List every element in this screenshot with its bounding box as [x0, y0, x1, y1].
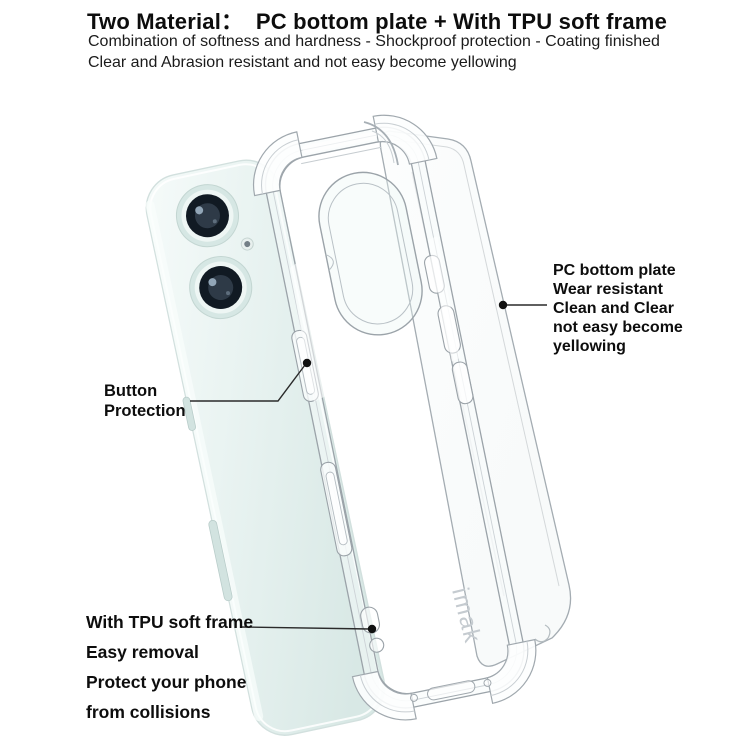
tpu-soft-frame — [252, 114, 537, 721]
button-callout-line — [190, 364, 306, 402]
plate-body — [379, 130, 572, 667]
bumper-top-left — [252, 131, 303, 197]
camera-cutout — [318, 171, 423, 336]
page-title: Two Material： PC bottom plate + With TPU… — [87, 9, 668, 34]
subtitle-line-1: Combination of softness and hardness - S… — [88, 33, 660, 50]
frame-corner-curl-inner — [371, 130, 395, 164]
lanyard-ring — [369, 637, 385, 653]
speaker-hole-right — [483, 678, 492, 687]
callout-pc-bottom-plate: PC bottom plate Wear resistant Clean and… — [553, 262, 683, 355]
callout-dots — [302, 300, 508, 634]
plate-callout-dot — [498, 300, 508, 310]
camera-flash — [240, 237, 254, 251]
volume-button-cover — [325, 471, 348, 546]
callout-tpu-soft-frame: With TPU soft frame Easy removal Protect… — [86, 612, 254, 722]
frame-corner-curl — [363, 121, 399, 166]
callout-button-protection: Button Protection — [104, 382, 186, 420]
camera-cutout-outer — [318, 171, 423, 336]
pc-bottom-plate — [379, 130, 572, 667]
page-subtitle: Combination of softness and hardness - S… — [88, 31, 660, 73]
side-cutout-3 — [451, 361, 474, 405]
frame-top-bridge — [301, 146, 382, 165]
plate-corner-notch — [534, 624, 551, 643]
camera-cutout-rim — [327, 182, 414, 325]
tpu-callout-line — [239, 626, 371, 630]
bumper-accent-lines — [261, 122, 529, 713]
callout-lines — [190, 304, 547, 630]
tpu-callout-dot — [367, 624, 377, 634]
bumper-bottom-right — [486, 638, 537, 704]
phone-side-rail — [145, 200, 264, 721]
camera-cutout-scallop — [325, 254, 334, 271]
subtitle-line-2: Clear and Abrasion resistant and not eas… — [88, 54, 517, 71]
plate-inner-line — [393, 139, 560, 587]
lanyard-holes — [360, 606, 385, 653]
phone-action-button — [182, 396, 196, 431]
usb-port-slot — [427, 680, 476, 701]
camera-module — [175, 184, 254, 320]
speaker-hole-left — [409, 693, 418, 702]
bumper-bottom-left — [351, 670, 417, 721]
phone-volume-button — [208, 519, 233, 602]
button-callout-dot — [302, 358, 312, 368]
camera-lens-top — [175, 184, 239, 248]
corner-bumpers — [252, 114, 537, 721]
camera-lens-bottom — [189, 256, 253, 320]
bottom-port-cutouts — [409, 678, 492, 702]
phone — [145, 159, 386, 736]
plastic-shine — [289, 131, 461, 402]
